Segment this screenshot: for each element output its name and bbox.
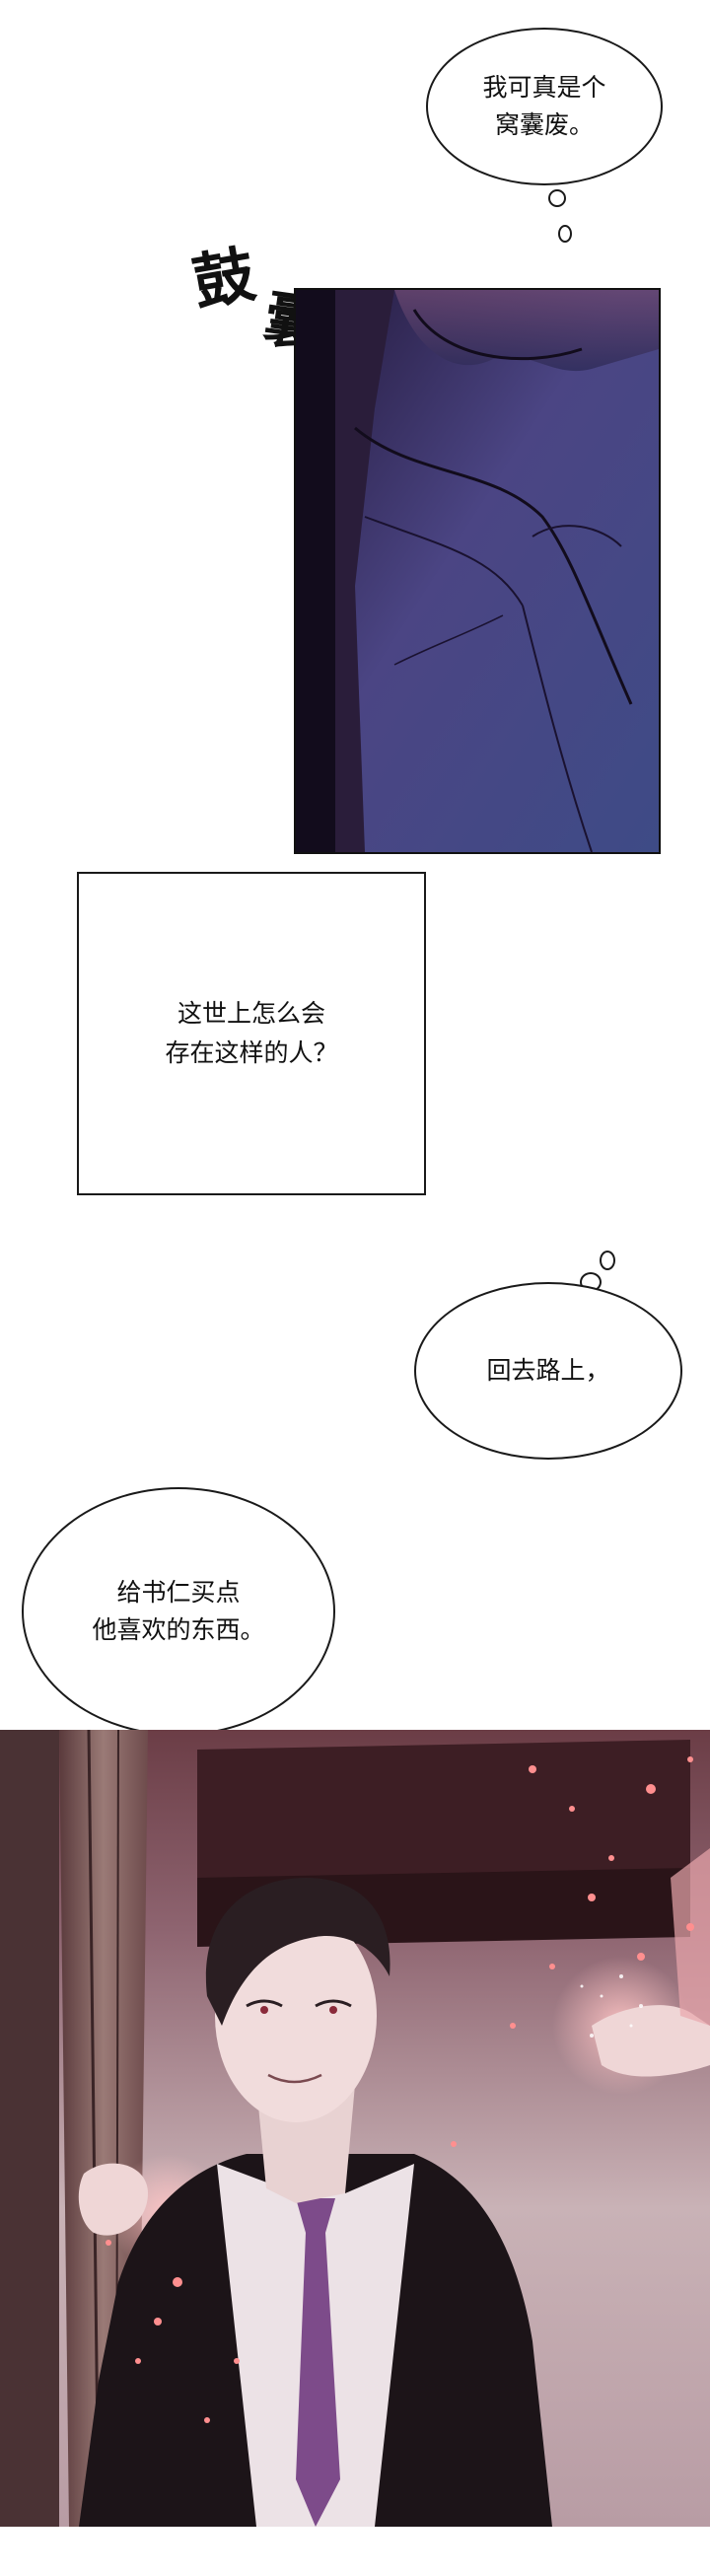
bubble-2-text: 回去路上， [486,1356,610,1385]
speech-bubble-2: 回去路上， [414,1282,682,1460]
narration-caption-text: 这世上怎么会 存在这样的人？ [165,999,338,1067]
bubble-2-tail-small [600,1251,615,1270]
speech-bubble-3: 给书仁买点 他喜欢的东西。 [22,1487,335,1736]
narration-caption-box: 这世上怎么会 存在这样的人？ [77,872,426,1195]
bubble-1-tail-small [558,225,572,243]
sfx-char-1: 鼓 [187,238,260,320]
speech-bubble-1: 我可真是个 窝囊废。 [426,28,663,185]
panel-1-art [296,290,659,852]
bubble-3-text: 给书仁买点 他喜欢的东西。 [92,1578,265,1644]
bubble-1-text: 我可真是个 窝囊废。 [482,73,606,139]
panel-2-illustration [0,1730,710,2527]
panel-2-art [0,1730,710,2527]
panel-1-illustration [294,288,661,854]
bubble-1-tail-large [548,189,566,207]
